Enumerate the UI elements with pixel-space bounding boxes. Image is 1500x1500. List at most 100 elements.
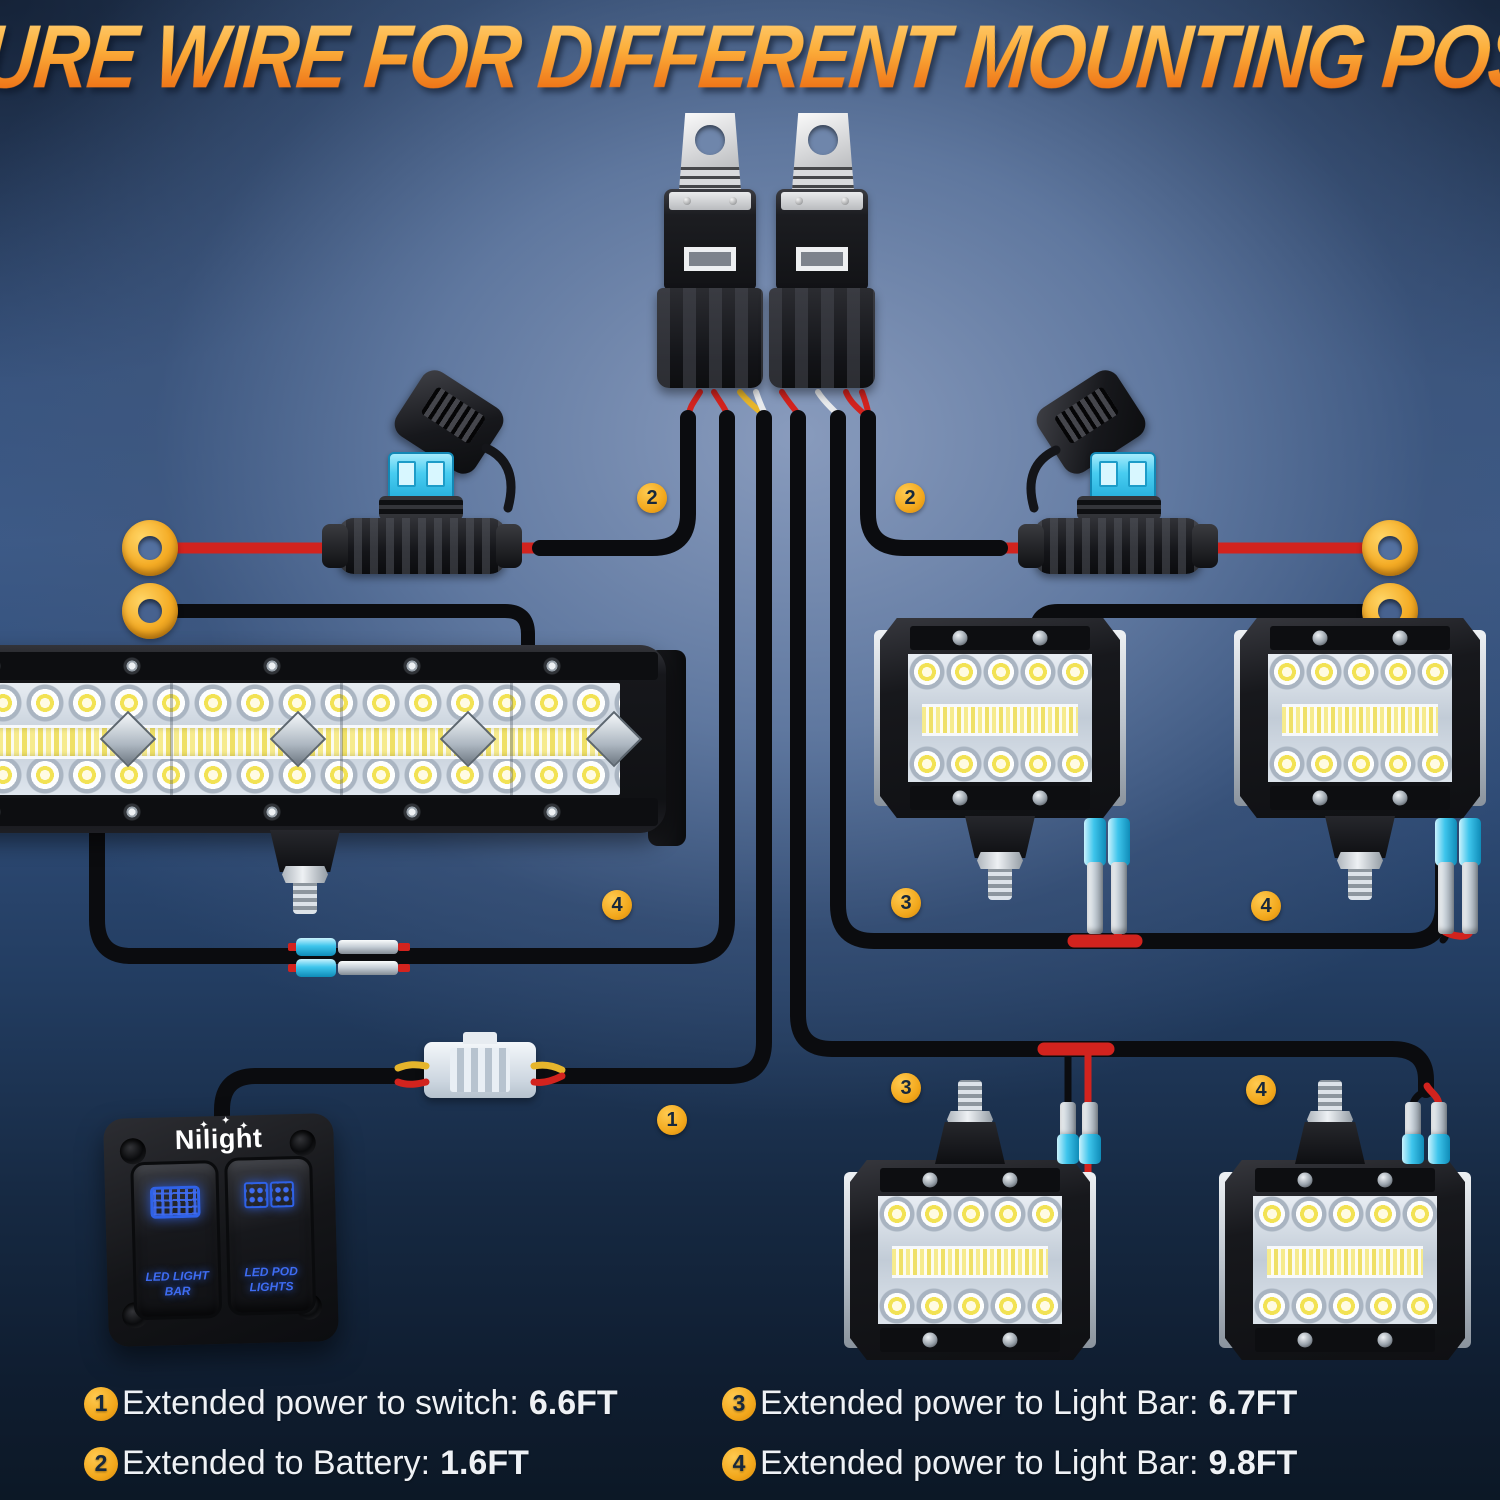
wire-battery-right (860, 410, 1008, 556)
pod-mid-leds (1282, 704, 1438, 736)
legend-badge-1: 1 (84, 1386, 118, 1421)
mount-bracket (965, 816, 1035, 858)
tab-hole-icon (695, 125, 725, 155)
light-bar-led-face (0, 683, 643, 795)
bar-seam (340, 683, 343, 795)
legend-label: Extended power to Light Bar: (760, 1384, 1199, 1422)
light-bar-screw-rail (0, 652, 658, 680)
light-bar-screw-rail (0, 798, 658, 826)
wire-badge-pods-bottom-left: 3 (891, 1073, 921, 1103)
fuse-collar-left (379, 496, 463, 520)
legend-row-light-bar-2: 4 Extended power to Light Bar: 9.8FT (722, 1444, 1297, 1483)
mount-bracket (1295, 1122, 1365, 1164)
legend-value: 1.6FT (440, 1444, 529, 1482)
pod-screw-rail (1255, 1168, 1435, 1192)
pod-mid-leds (892, 1246, 1048, 1278)
legend-label: Extended to Battery: (122, 1444, 431, 1482)
relay-right (776, 189, 868, 289)
legend-value: 6.7FT (1208, 1384, 1298, 1422)
bar-seam (510, 683, 513, 795)
relay-mounting-tab-right (792, 113, 854, 191)
legend-badge-2: 2 (84, 1446, 118, 1481)
pod-screw-rail (1270, 786, 1450, 810)
pod-led-face (1253, 1196, 1437, 1324)
relay-stub-wires (686, 389, 871, 417)
pod-screw-rail (880, 1328, 1060, 1352)
legend-value: 6.6FT (528, 1384, 618, 1422)
bar-seam (170, 683, 173, 795)
pod-led-face (1268, 654, 1452, 782)
pod-led-face (878, 1196, 1062, 1324)
ring-terminal-positive-left (122, 520, 178, 576)
wire-battery-left (532, 410, 696, 556)
relay-label-window (796, 247, 848, 271)
wire-badge-pods-top-right: 4 (1251, 891, 1281, 921)
mount-bracket (1325, 816, 1395, 858)
relay-mounting-tab-left (679, 113, 741, 191)
fuse-collar-right (1077, 496, 1161, 520)
wire-light-bar-run (89, 410, 735, 964)
legend-row-battery: 2 Extended to Battery: 1.6FT (84, 1444, 529, 1483)
pod4-spade-connector (1402, 1102, 1424, 1164)
bar-spade-connector-pair (288, 959, 410, 977)
pod2-spade-connector (1459, 818, 1481, 934)
pod3-spade-connector (1057, 1102, 1079, 1164)
relay-plate (781, 192, 863, 210)
bar-spade-connector-pair (288, 938, 410, 956)
wire-badge-battery-left: 2 (637, 483, 667, 513)
quick-disconnect-connector (424, 1042, 536, 1098)
pod-mount-bolt (965, 816, 1035, 920)
connector-wire-yellow (394, 1061, 430, 1072)
pod4-spade-connector (1428, 1102, 1450, 1164)
pod-light-bottom-left (844, 1160, 1096, 1360)
connector-wire-yellow (530, 1061, 566, 1074)
wire-ground-left (166, 604, 535, 667)
wire-badge-battery-right: 2 (895, 483, 925, 513)
connector-wire-red (530, 1072, 566, 1086)
light-bar-mount-bolt (270, 830, 340, 926)
pod-light-bottom-right (1219, 1160, 1471, 1360)
relay-socket-left (657, 288, 763, 388)
wire-badge-light-bar: 4 (602, 890, 632, 920)
legend-label: Extended power to switch: (122, 1384, 519, 1422)
pod1-spade-connector (1108, 818, 1130, 934)
pod-mount-bolt (1295, 1080, 1365, 1164)
legend-badge-4: 4 (722, 1446, 756, 1481)
tab-stripes (792, 167, 854, 189)
relay-left (664, 189, 756, 289)
mount-bracket (935, 1122, 1005, 1164)
wire-badge-switch: 1 (657, 1105, 687, 1135)
legend-row-light-bar-1: 3 Extended power to Light Bar: 6.7FT (722, 1384, 1297, 1423)
pod1-spade-connector (1084, 818, 1106, 934)
pod-light-top-right (1234, 618, 1486, 818)
bolt-nut (282, 866, 328, 883)
bolt-nut (1337, 852, 1383, 869)
fuse-holder-left (322, 518, 522, 574)
wire-badge-pods-top-left: 3 (891, 888, 921, 918)
pod-screw-rail (1255, 1328, 1435, 1352)
relay-label-window (684, 247, 736, 271)
pod2-spade-connector (1435, 818, 1457, 934)
fuse-holder-right (1018, 518, 1218, 574)
legend-row-switch: 1 Extended power to switch: 6.6FT (84, 1384, 618, 1423)
tab-hole-icon (808, 125, 838, 155)
fuse-cap-strap-left (481, 443, 516, 513)
tab-stripes (679, 167, 741, 189)
legend-value: 9.8FT (1208, 1444, 1298, 1482)
pod-screw-rail (910, 626, 1090, 650)
pod-mount-bolt (1325, 816, 1395, 920)
relay-plate (669, 192, 751, 210)
pod3-spade-connector (1079, 1102, 1101, 1164)
wire-badge-pods-bottom-right: 4 (1246, 1075, 1276, 1105)
led-light-bar (0, 645, 666, 833)
ring-terminal-ground-left (122, 583, 178, 639)
pod-mount-bolt (935, 1080, 1005, 1164)
pod-mid-leds (922, 704, 1078, 736)
pod-light-top-left (874, 618, 1126, 818)
bolt-nut (977, 852, 1023, 869)
mount-bracket (270, 830, 340, 872)
legend-label: Extended power to Light Bar: (760, 1444, 1199, 1482)
pod-screw-rail (880, 1168, 1060, 1192)
pod-mid-leds (1267, 1246, 1423, 1278)
